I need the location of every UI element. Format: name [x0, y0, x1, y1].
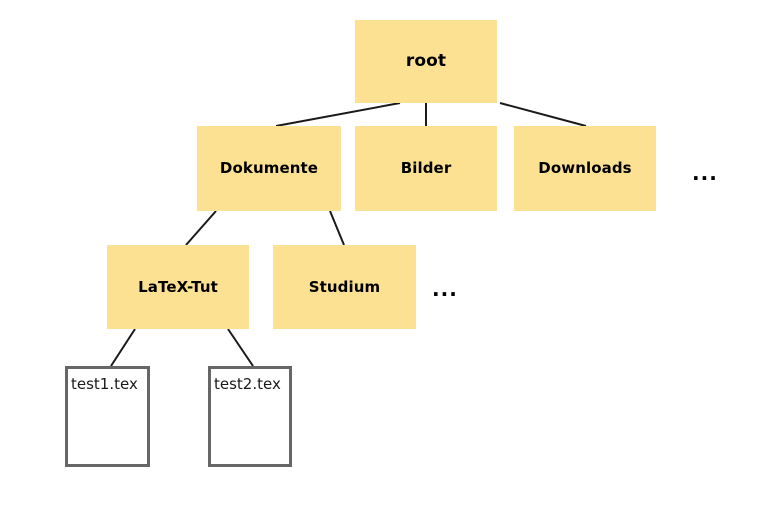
ellipsis-level1: ... — [692, 161, 718, 185]
node-test2-tex[interactable]: test2.tex — [208, 366, 292, 467]
node-studium[interactable]: Studium — [273, 245, 416, 329]
node-root[interactable]: root — [355, 20, 497, 103]
ellipsis-level2: ... — [432, 277, 458, 301]
node-test1-tex[interactable]: test1.tex — [65, 366, 150, 467]
edge-root-to-dokumente — [275, 102, 401, 127]
node-dokumente[interactable]: Dokumente — [197, 126, 341, 211]
node-latex-tut-label: LaTeX-Tut — [138, 277, 218, 296]
node-latex-tut[interactable]: LaTeX-Tut — [107, 245, 249, 329]
node-root-label: root — [405, 51, 447, 71]
node-dokumente-label: Dokumente — [219, 159, 319, 177]
node-test1-tex-label: test1.tex — [71, 375, 138, 393]
edge-dokumente-to-studium — [329, 210, 345, 246]
node-downloads[interactable]: Downloads — [514, 126, 656, 211]
edge-dokumente-to-latex_tut — [185, 210, 217, 246]
node-studium-label: Studium — [308, 277, 381, 296]
edge-latex_tut-to-test1 — [110, 328, 136, 367]
node-downloads-label: Downloads — [538, 159, 632, 177]
edge-root-to-downloads — [499, 102, 587, 127]
node-bilder[interactable]: Bilder — [355, 126, 497, 211]
edge-latex_tut-to-test2 — [227, 328, 254, 367]
node-bilder-label: Bilder — [400, 159, 452, 177]
node-test2-tex-label: test2.tex — [214, 375, 281, 393]
